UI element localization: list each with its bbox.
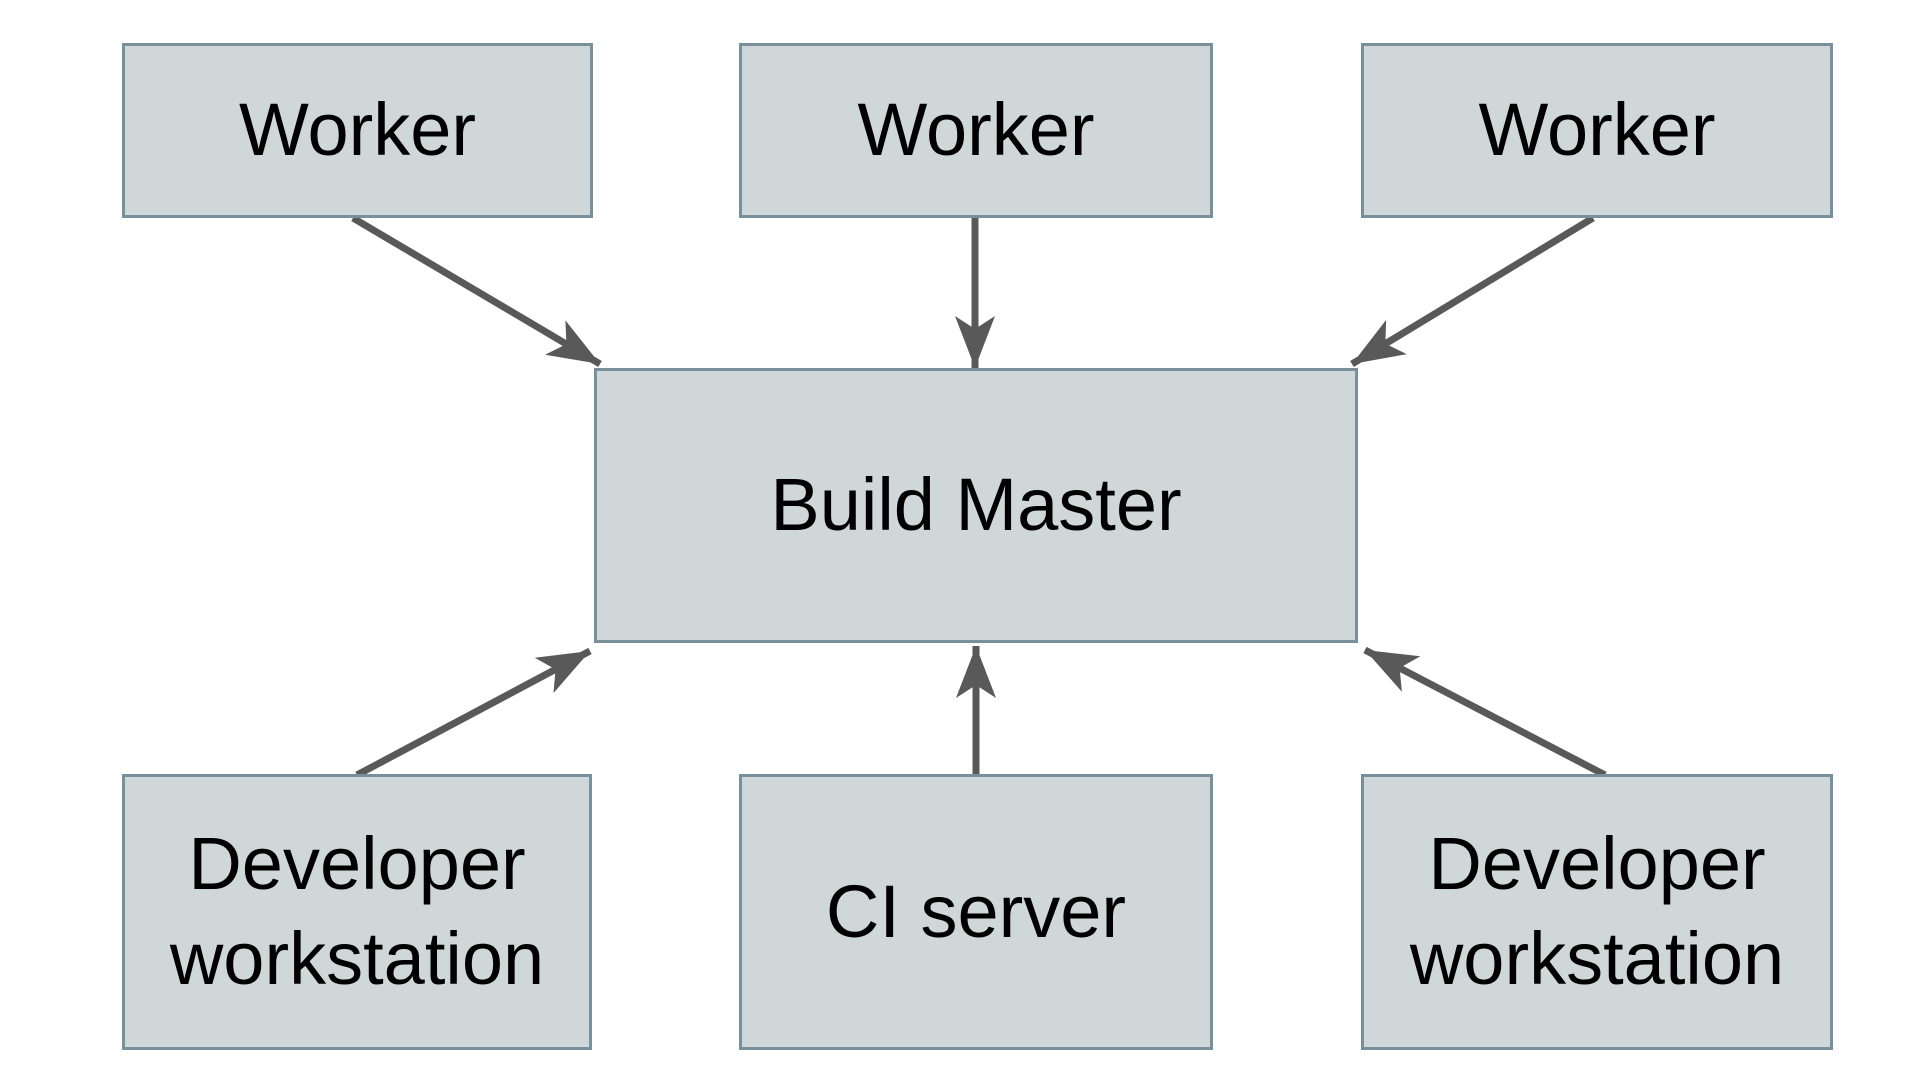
node-developer-workstation-right: Developer workstation [1361, 774, 1833, 1050]
node-build-master-label: Build Master [770, 463, 1182, 547]
arrow-worker-3-to-build-master [1350, 215, 1595, 367]
arrow-dev-workstation-right-to-build-master [1363, 646, 1607, 779]
node-worker-3-label: Worker [1478, 88, 1716, 172]
node-worker-3: Worker [1361, 43, 1833, 218]
node-ci-server: CI server [739, 774, 1213, 1050]
node-worker-1-label: Worker [238, 88, 477, 172]
node-developer-workstation-left: Developer workstation [122, 774, 592, 1050]
node-build-master: Build Master [594, 368, 1358, 643]
node-worker-2-label: Worker [857, 88, 1095, 172]
node-developer-workstation-left-label: Developer workstation [169, 822, 545, 1000]
node-ci-server-label: CI server [825, 869, 1127, 953]
arrow-dev-workstation-left-to-build-master [355, 647, 592, 779]
node-developer-workstation-right-label: Developer workstation [1409, 822, 1785, 1000]
node-worker-2: Worker [739, 43, 1213, 218]
arrow-worker-1-to-build-master [351, 214, 602, 368]
node-worker-1: Worker [122, 43, 593, 218]
